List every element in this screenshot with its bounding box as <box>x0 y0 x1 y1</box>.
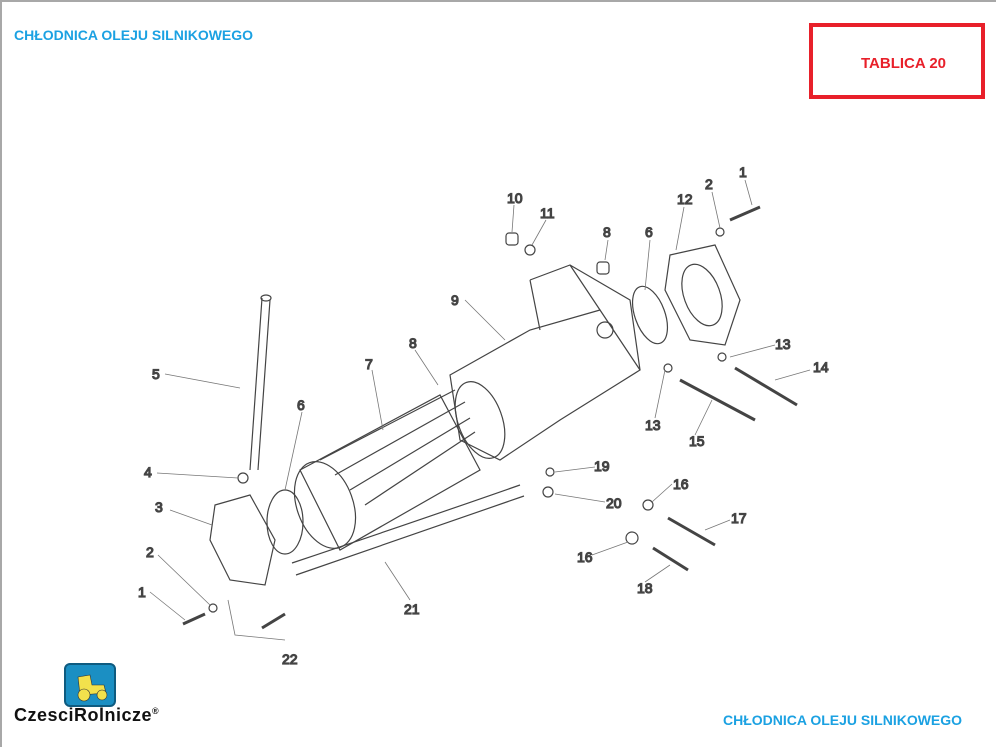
part-label: 2 <box>146 544 154 560</box>
part-label: 12 <box>677 191 693 207</box>
part-label: 8 <box>409 335 417 351</box>
part-label: 18 <box>637 580 653 596</box>
cover-flange <box>664 244 741 346</box>
part-labels: 10 11 8 6 12 2 1 9 8 7 5 6 13 14 13 15 4… <box>137 163 829 667</box>
part-label: 2 <box>705 176 713 192</box>
plate-number-box: TABLICA 20 <box>809 23 985 99</box>
part-label: 1 <box>739 164 747 180</box>
part-label: 19 <box>594 458 610 474</box>
part-label: 10 <box>507 190 523 206</box>
part-label: 8 <box>603 224 611 240</box>
footer-title: CHŁODNICA OLEJU SILNIKOWEGO <box>723 712 963 728</box>
part-label: 20 <box>606 495 622 511</box>
part-label: 16 <box>673 476 689 492</box>
tractor-icon <box>64 663 116 707</box>
part-label: 6 <box>297 397 305 413</box>
part-label: 6 <box>645 224 653 240</box>
part-label: 4 <box>144 464 152 480</box>
front-cover <box>209 494 276 586</box>
part-label: 7 <box>365 356 373 372</box>
part-label: 11 <box>540 205 555 221</box>
brand-name: CzesciRolnicze® <box>14 705 160 725</box>
part-label: 15 <box>689 433 705 449</box>
hose-part <box>249 297 271 471</box>
plate-number: TABLICA 20 <box>861 55 947 72</box>
hose-part <box>291 484 525 576</box>
part-label: 3 <box>155 499 163 515</box>
part-label: 14 <box>813 359 829 375</box>
part-label: 16 <box>577 549 593 565</box>
part-label: 13 <box>645 417 661 433</box>
part-label: 5 <box>152 366 160 382</box>
part-label: 1 <box>138 584 146 600</box>
part-label: 17 <box>731 510 747 526</box>
part-label: 22 <box>282 651 298 667</box>
cooler-housing <box>449 264 641 461</box>
part-label: 9 <box>451 292 459 308</box>
cooler-core <box>293 389 481 551</box>
part-label: 13 <box>775 336 791 352</box>
page-title: CHŁODNICA OLEJU SILNIKOWEGO <box>14 27 254 43</box>
part-label: 21 <box>404 601 420 617</box>
